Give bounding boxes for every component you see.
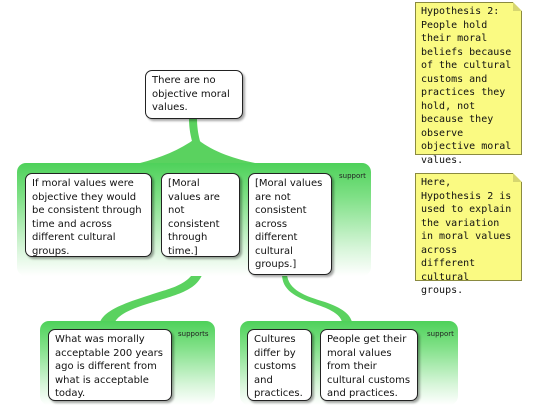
premise-values-from-culture[interactable]: People get their moral values from their…: [320, 329, 418, 401]
premise-text: People get their moral values from their…: [327, 334, 411, 399]
note-fold-icon: [513, 2, 522, 11]
premise-text: [Moral values are not consistent through…: [168, 178, 220, 257]
premise-cultures-differ[interactable]: Cultures differ by customs and practices…: [247, 329, 312, 401]
premise-not-consistent-cultures[interactable]: [Moral values are not consistent across …: [248, 173, 332, 275]
support-group-top-label: support: [339, 172, 366, 180]
note-fold-icon: [513, 173, 522, 182]
premise-not-consistent-time[interactable]: [Moral values are not consistent through…: [161, 173, 240, 257]
claim-node[interactable]: There are no objective moral values.: [145, 70, 243, 119]
claim-text: There are no objective moral values.: [152, 75, 230, 113]
premise-text: [Moral values are not consistent across …: [255, 178, 323, 270]
premise-200-years[interactable]: What was morally acceptable 200 years ag…: [48, 329, 172, 401]
note-hypothesis-2[interactable]: Hypothesis 2: People hold their moral be…: [415, 2, 522, 166]
note-explanation[interactable]: Here, Hypothesis 2 is used to explain th…: [415, 173, 522, 296]
support-group-left-label: supports: [178, 330, 209, 338]
support-group-right-label: support: [427, 330, 454, 338]
premise-text: What was morally acceptable 200 years ag…: [55, 334, 163, 399]
note-text: Here, Hypothesis 2 is used to explain th…: [421, 177, 512, 296]
premise-objective-consistency[interactable]: If moral values were objective they woul…: [25, 173, 152, 257]
note-text: Hypothesis 2: People hold their moral be…: [421, 6, 512, 166]
premise-text: If moral values were objective they woul…: [32, 178, 142, 257]
premise-text: Cultures differ by customs and practices…: [254, 334, 303, 399]
